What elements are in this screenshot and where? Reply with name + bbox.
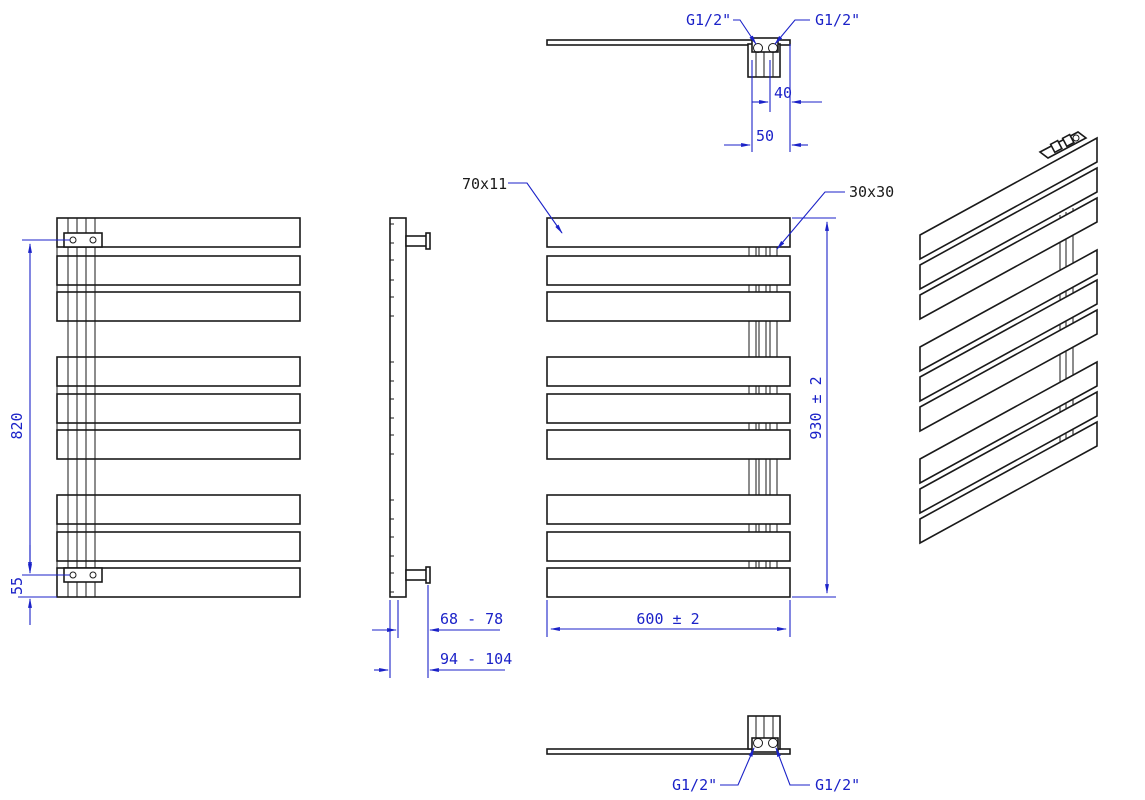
- bottom-view-dimensions: G1/2" G1/2": [672, 747, 860, 794]
- dim-text-930: 930 ± 2: [807, 376, 825, 439]
- iso-manifold: [1038, 131, 1088, 159]
- front-view-bars: [56, 217, 301, 598]
- front-riser: [67, 217, 78, 598]
- dim-text-55: 55: [8, 577, 26, 595]
- rear-bar: [546, 531, 791, 562]
- iso-bar: [919, 308, 1098, 433]
- front-bar: [56, 429, 301, 460]
- top-connection-left: [753, 43, 763, 53]
- dim-text-94-104: 94 - 104: [440, 650, 512, 668]
- rear-bar: [546, 356, 791, 387]
- top-view-body: [546, 39, 791, 46]
- rear-bar: [546, 217, 791, 248]
- iso-bar: [919, 420, 1098, 545]
- bracket-hole: [89, 571, 97, 579]
- rear-bar: [546, 393, 791, 424]
- front-view-risers: [56, 217, 96, 598]
- label-70x11: 70x11: [462, 175, 507, 193]
- bottom-label-g12-left: G1/2": [672, 776, 717, 794]
- side-view-dimensions: 68 - 78 94 - 104: [372, 585, 512, 678]
- bottom-view-body: [546, 748, 791, 755]
- iso-bar: [919, 390, 1098, 515]
- iso-bar: [919, 360, 1098, 485]
- iso-bars: [919, 136, 1098, 545]
- iso-bar: [919, 248, 1098, 373]
- side-body: [389, 217, 407, 598]
- dim-text-40: 40: [774, 84, 792, 102]
- top-view-valve-block: [751, 37, 779, 53]
- label-30x30: 30x30: [849, 183, 894, 201]
- side-wall-bracket-bottom: [405, 569, 429, 581]
- bottom-connection-left: [753, 738, 763, 748]
- rear-bar: [546, 291, 791, 322]
- front-view: 820 55: [8, 217, 301, 625]
- iso-bar: [919, 136, 1098, 261]
- top-label-g12-left: G1/2": [686, 11, 731, 29]
- front-riser: [85, 217, 96, 598]
- front-bar: [56, 393, 301, 424]
- bottom-label-g12-right: G1/2": [815, 776, 860, 794]
- rear-bar: [546, 494, 791, 525]
- front-bar: [56, 494, 301, 525]
- dim-text-50: 50: [756, 127, 774, 145]
- rear-bar: [546, 567, 791, 598]
- rear-view-dimensions: 70x11 30x30 930 ± 2 600 ± 2: [462, 175, 894, 637]
- front-bar: [56, 531, 301, 562]
- dim-text-68-78: 68 - 78: [440, 610, 503, 628]
- dim-text-600: 600 ± 2: [636, 610, 699, 628]
- iso-bar: [919, 196, 1098, 321]
- side-view-notches: [390, 223, 394, 593]
- front-view-dimensions: 820 55: [8, 239, 70, 625]
- side-view: 68 - 78 94 - 104: [372, 217, 512, 678]
- rear-view-bars: [546, 217, 791, 598]
- side-bracket-plate: [425, 232, 431, 250]
- isometric-view: [919, 131, 1098, 545]
- front-bar: [56, 356, 301, 387]
- rear-view: 70x11 30x30 930 ± 2 600 ± 2: [462, 175, 894, 637]
- bracket-hole: [89, 236, 97, 244]
- side-bracket-plate: [425, 566, 431, 584]
- rear-bar: [546, 429, 791, 460]
- bottom-view-valve-block: [751, 737, 779, 753]
- dim-text-820: 820: [8, 412, 26, 439]
- rear-bar: [546, 255, 791, 286]
- bottom-view: G1/2" G1/2": [546, 715, 860, 794]
- top-connection-right: [768, 43, 778, 53]
- side-wall-bracket-top: [405, 235, 429, 247]
- bottom-connection-right: [768, 738, 778, 748]
- top-label-g12-right: G1/2": [815, 11, 860, 29]
- front-bar: [56, 255, 301, 286]
- top-view: G1/2" G1/2" 40 50: [546, 11, 860, 152]
- front-bar: [56, 291, 301, 322]
- top-view-dimensions: G1/2" G1/2" 40 50: [686, 11, 860, 152]
- iso-bar: [919, 278, 1098, 403]
- iso-bar: [919, 166, 1098, 291]
- front-view-brackets: [63, 232, 103, 583]
